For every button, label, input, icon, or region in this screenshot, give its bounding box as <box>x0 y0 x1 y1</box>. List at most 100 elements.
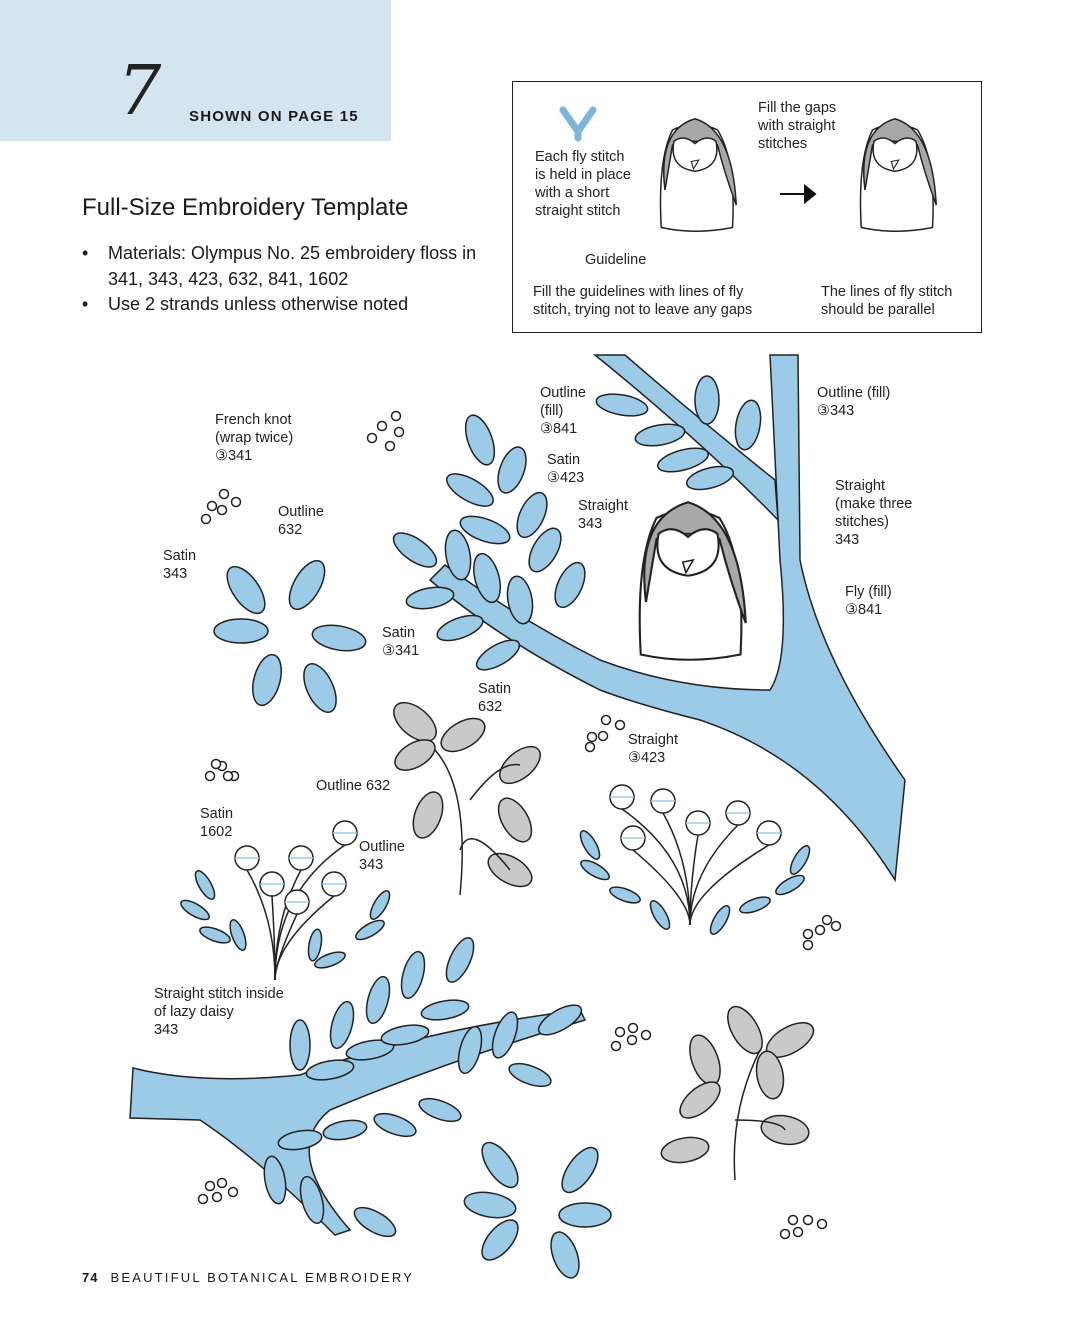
french-knot <box>792 1226 804 1238</box>
french-knot <box>584 741 596 753</box>
blue-leaf <box>609 886 641 904</box>
french-knot <box>614 719 626 731</box>
gray-leaf <box>660 1136 710 1164</box>
chapter-number: 7 <box>118 52 162 131</box>
french-knot <box>206 500 218 512</box>
blue-leaf <box>226 565 266 615</box>
blue-leaf <box>739 896 771 914</box>
blue-leaf <box>472 552 502 604</box>
french-knot <box>779 1228 791 1240</box>
blue-leaf <box>445 937 475 983</box>
french-knot <box>627 1022 639 1034</box>
blue-leaf <box>481 1219 519 1261</box>
page-title: Full-Size Embroidery Template <box>82 194 409 221</box>
blue-leaf <box>580 859 610 881</box>
label-fly-fill: Fly (fill) ③841 <box>845 584 892 618</box>
stems <box>434 749 786 1181</box>
blue-leaf <box>380 1024 430 1046</box>
gray-leaf <box>755 1050 785 1100</box>
fly-stitch-icon <box>559 106 597 142</box>
footer: 74 BEAUTIFUL BOTANICAL EMBROIDERY <box>82 1270 414 1285</box>
blue-leaf <box>180 899 210 921</box>
blue-leaf <box>277 1129 323 1151</box>
blue-leaf <box>199 926 231 944</box>
french-knot <box>197 1193 209 1205</box>
blue-leaf <box>329 1000 355 1050</box>
blue-leaf <box>392 532 438 568</box>
owl-beak <box>690 159 700 171</box>
caption-right: The lines of fly stitch should be parall… <box>821 284 953 318</box>
french-knot <box>218 488 230 500</box>
blue-leaf <box>634 423 686 447</box>
owl <box>638 501 747 661</box>
blue-leaf <box>420 999 470 1021</box>
blue-leaf <box>213 618 269 644</box>
gray-leaf <box>679 1081 721 1119</box>
owl-face <box>872 137 918 173</box>
label-straight-three: Straight (make three stitches) 343 <box>835 478 913 548</box>
blue-leaf <box>418 1097 462 1123</box>
blue-leaf <box>263 1155 287 1205</box>
french-knot <box>230 496 242 508</box>
blue-leaf <box>649 900 671 930</box>
blue-leaf <box>595 393 649 417</box>
label-lazy-daisy: Straight stitch inside of lazy daisy 343 <box>154 986 284 1038</box>
label-outline-343: Outline 343 <box>359 839 405 873</box>
blue-leaf <box>369 890 391 920</box>
owl-diagram-left <box>659 117 737 232</box>
materials-item: Materials: Olympus No. 25 embroidery flo… <box>82 241 502 292</box>
blue-leaf <box>345 1039 395 1061</box>
fill-gaps-label: Fill the gaps with straight stitches <box>758 100 837 152</box>
blue-leaf <box>314 951 346 969</box>
blue-leaf <box>194 870 216 900</box>
owl-face <box>656 528 720 577</box>
french-knot <box>200 513 212 525</box>
blue-leaf <box>400 950 426 1000</box>
label-satin-343: Satin 343 <box>163 548 197 582</box>
blue-leaf <box>561 1146 599 1194</box>
french-knot <box>802 928 814 940</box>
blue-leaf <box>685 465 735 491</box>
strands-item: Use 2 strands unless otherwise noted <box>82 292 502 318</box>
french-knot <box>830 920 842 932</box>
blue-leaf <box>463 1191 517 1219</box>
french-knot <box>222 770 234 782</box>
tree-branch <box>428 354 906 883</box>
owl-face <box>672 137 718 173</box>
blue-leaf <box>229 919 247 951</box>
page-number: 74 <box>82 1270 99 1285</box>
blue-leaf <box>508 1062 552 1088</box>
french-knot <box>640 1029 652 1041</box>
blue-leaf <box>299 1175 325 1225</box>
blue-leaf <box>475 639 521 671</box>
blue-leaf <box>322 1119 368 1141</box>
blue-leaf <box>444 529 472 581</box>
book-title: BEAUTIFUL BOTANICAL EMBROIDERY <box>110 1270 415 1285</box>
gray-leaf <box>412 791 444 839</box>
fly-note: Each fly stitch is held in place with a … <box>535 149 631 219</box>
blue-leaf <box>481 1141 519 1189</box>
blue-leaf <box>307 928 323 962</box>
blue-leaf <box>459 515 511 545</box>
french-knot <box>366 432 378 444</box>
french-knot <box>600 714 612 726</box>
blue-leaf <box>694 375 720 425</box>
french-knot <box>802 939 814 951</box>
gray-leaf <box>440 717 486 753</box>
blue-leaf <box>709 905 731 935</box>
guideline-label: Guideline <box>585 252 647 268</box>
owl-beak <box>681 558 695 575</box>
french-knot <box>597 730 609 742</box>
blue-leaf <box>373 1112 417 1138</box>
french-knot <box>376 420 388 432</box>
french-knot <box>614 1026 626 1038</box>
gray-leaf <box>497 797 533 843</box>
label-satin-423: Satin ③423 <box>547 452 585 486</box>
french-knot <box>204 1180 216 1192</box>
blue-leaf <box>537 1004 583 1036</box>
french-knot <box>227 1186 239 1198</box>
blue-leaf <box>516 491 548 539</box>
french-knot <box>216 504 228 516</box>
